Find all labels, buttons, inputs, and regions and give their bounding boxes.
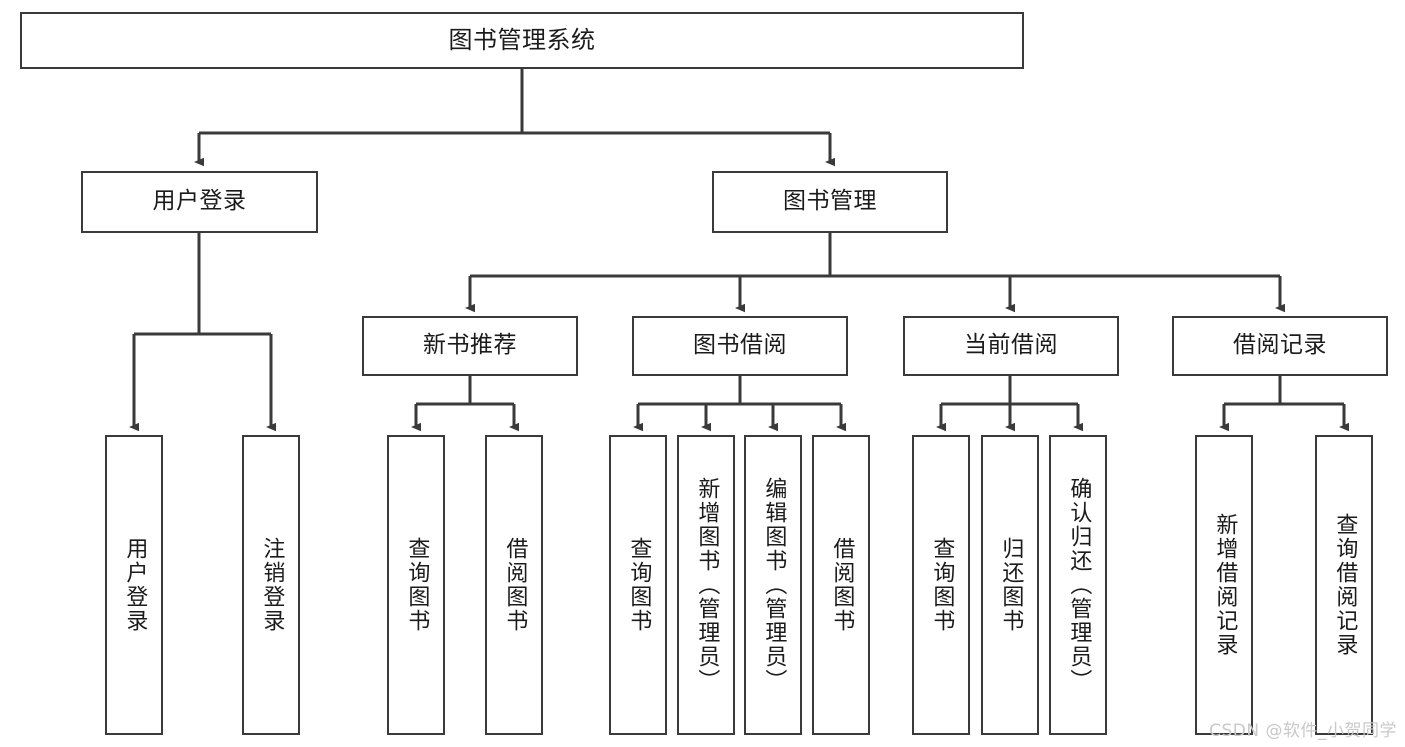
node-root-system[interactable]: 图书管理系统 [20,12,1024,69]
node-borrow-record[interactable]: 借阅记录 [1172,316,1388,376]
node-label: 查询借阅记录 [1332,513,1358,657]
node-label: 确认归还（管理员） [1066,477,1092,693]
node-label: 用户登录 [122,537,148,633]
leaf-current-borrow-query-book[interactable]: 查询图书 [912,435,970,735]
leaf-book-borrow-borrow-book[interactable]: 借阅图书 [812,435,870,735]
leaf-current-borrow-confirm-return[interactable]: 确认归还（管理员） [1049,435,1107,735]
leaf-new-book-query-book[interactable]: 查询图书 [387,435,445,735]
node-label: 查询图书 [929,537,955,633]
leaf-current-borrow-return-book[interactable]: 归还图书 [981,435,1039,735]
node-label: 图书管理 [783,188,877,215]
node-label: 新增图书（管理员） [694,477,720,693]
node-user-login[interactable]: 用户登录 [81,171,318,233]
node-label: 新增借阅记录 [1212,513,1238,657]
node-new-book-recommend[interactable]: 新书推荐 [362,316,578,376]
node-label: 编辑图书（管理员） [761,477,787,693]
watermark-text: CSDN @软件_小贺同学 [1209,721,1397,741]
node-label: 当前借阅 [964,332,1058,359]
node-label: 新书推荐 [423,332,517,359]
leaf-new-book-borrow-book[interactable]: 借阅图书 [485,435,543,735]
node-label: 图书借阅 [693,332,787,359]
leaf-book-borrow-query-book[interactable]: 查询图书 [609,435,667,735]
node-label: 图书管理系统 [448,26,596,55]
node-book-management[interactable]: 图书管理 [712,171,948,233]
node-label: 查询图书 [404,537,430,633]
leaf-borrow-record-add-record[interactable]: 新增借阅记录 [1195,435,1253,735]
node-label: 借阅图书 [829,537,855,633]
node-label: 查询图书 [626,537,652,633]
node-label: 注销登录 [259,537,285,633]
node-label: 归还图书 [998,537,1024,633]
leaf-book-borrow-add-book[interactable]: 新增图书（管理员） [677,435,735,735]
leaf-borrow-record-query-record[interactable]: 查询借阅记录 [1315,435,1373,735]
leaf-user-login-login[interactable]: 用户登录 [105,435,163,735]
node-book-borrow[interactable]: 图书借阅 [632,316,848,376]
node-label: 借阅记录 [1233,332,1327,359]
node-current-borrow[interactable]: 当前借阅 [903,316,1119,376]
leaf-book-borrow-edit-book[interactable]: 编辑图书（管理员） [744,435,802,735]
node-label: 用户登录 [152,188,247,215]
leaf-user-login-logout[interactable]: 注销登录 [242,435,300,735]
node-label: 借阅图书 [502,537,528,633]
